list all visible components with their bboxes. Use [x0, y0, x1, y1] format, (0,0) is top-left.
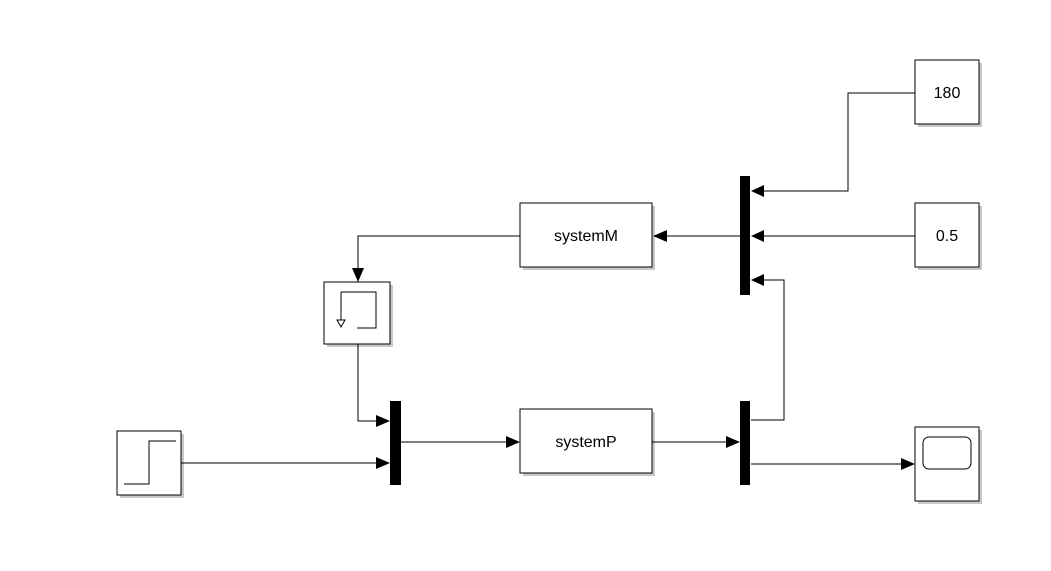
step-block[interactable]: [116, 430, 184, 498]
mux-block-top[interactable]: [740, 176, 750, 295]
arrow-head: [653, 230, 667, 242]
memory-icon-arrow: [336, 319, 346, 329]
arrow-head: [751, 230, 764, 242]
constant-block-180[interactable]: 180: [914, 59, 982, 127]
constant-block-0-5[interactable]: 0.5: [914, 202, 982, 270]
arrow-head: [506, 436, 520, 448]
arrow-head: [376, 457, 390, 469]
signal-line-system-m-to-memory: [357, 235, 520, 268]
arrow-head: [751, 274, 764, 286]
arrow-head: [726, 436, 740, 448]
signal-lines: [181, 92, 915, 470]
arrow-head: [376, 415, 390, 427]
system-m-block[interactable]: systemM: [519, 202, 655, 270]
constant-0-5-value: 0.5: [936, 228, 958, 245]
memory-icon: [340, 291, 377, 329]
arrow-head: [751, 185, 764, 197]
step-icon: [124, 440, 176, 485]
scope-icon: [922, 436, 972, 470]
system-p-label: systemP: [555, 434, 616, 451]
system-m-label: systemM: [554, 228, 618, 245]
demux-block[interactable]: [740, 401, 750, 485]
system-p-block[interactable]: systemP: [519, 408, 655, 476]
signal-line-memory-to-mux: [357, 344, 376, 422]
arrow-head: [352, 268, 364, 282]
scope-block[interactable]: [914, 426, 982, 504]
memory-block[interactable]: [323, 281, 393, 347]
constant-180-value: 180: [934, 85, 961, 102]
signal-line-demux-to-mux: [751, 279, 785, 421]
signal-line-180-to-mux: [764, 92, 915, 192]
mux-block-left[interactable]: [390, 401, 401, 485]
arrow-head: [901, 458, 915, 470]
